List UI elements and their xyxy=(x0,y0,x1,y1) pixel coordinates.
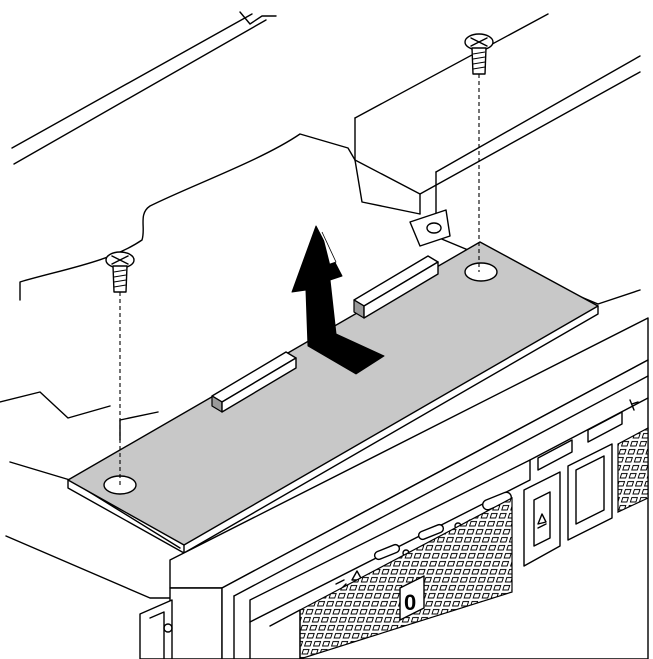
drive-bay-right[interactable] xyxy=(567,443,613,541)
chassis-outline xyxy=(0,13,641,599)
drive-bay-badge xyxy=(399,575,425,621)
board-connector-left xyxy=(211,351,297,413)
drive-bay-label: 0 xyxy=(404,590,416,615)
screw-icon xyxy=(105,251,135,293)
eject-icon xyxy=(537,513,547,525)
screw-hole-right xyxy=(464,262,498,282)
side-grill xyxy=(617,427,649,513)
usb-port[interactable] xyxy=(537,439,573,471)
usb-icon xyxy=(629,399,639,411)
rail-bracket xyxy=(139,599,173,659)
usb-port[interactable] xyxy=(587,411,623,443)
lift-arrow-icon xyxy=(291,225,385,375)
led-icon xyxy=(373,543,401,561)
led-icon xyxy=(417,523,445,541)
cable xyxy=(11,11,277,165)
drive-latch[interactable] xyxy=(523,471,561,567)
front-panel: 0 xyxy=(169,317,649,659)
board-connector-right xyxy=(353,255,439,319)
screw-icon xyxy=(464,33,494,75)
